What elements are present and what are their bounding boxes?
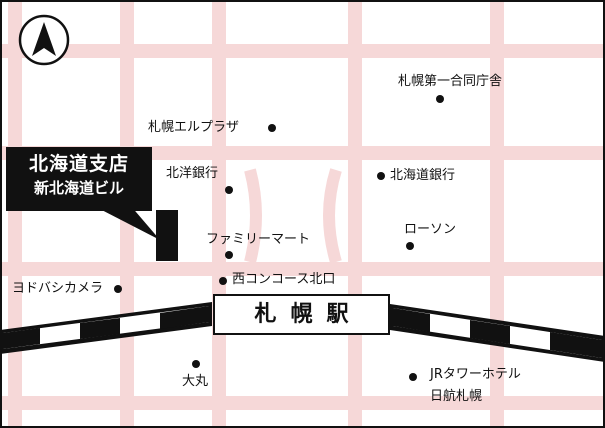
highlight-building-marker xyxy=(156,210,178,261)
railway-dashes-right xyxy=(393,308,602,358)
station-label: 札幌駅 xyxy=(213,294,390,335)
highlight-callout: 北海道支店 新北海道ビル xyxy=(6,147,152,211)
highlight-title: 北海道支店 xyxy=(28,153,129,175)
landmark-nishi-concourse-north-exit: 西コンコース北口 xyxy=(232,272,336,287)
landmark-dot-icon xyxy=(268,124,276,132)
plaza-curves xyxy=(244,168,342,264)
landmark-dot-icon xyxy=(377,172,385,180)
landmark-lawson: ローソン xyxy=(404,222,457,237)
highlight-subtitle: 新北海道ビル xyxy=(33,179,124,197)
landmark-jr-tower-hotel-line2: 日航札幌 xyxy=(430,389,483,404)
landmark-hokuyo-bank: 北洋銀行 xyxy=(166,166,219,181)
landmark-dot-icon xyxy=(219,277,227,285)
callout-pointer xyxy=(92,205,160,240)
landmark-daimaru: 大丸 xyxy=(182,374,209,389)
landmark-yodobashi-camera: ヨドバシカメラ xyxy=(12,281,104,296)
railway-dashes-left xyxy=(3,306,209,349)
landmark-sapporo-el-plaza: 札幌エルプラザ xyxy=(148,120,240,135)
north-arrow-icon xyxy=(18,14,70,66)
landmark-dot-icon xyxy=(192,360,200,368)
landmark-familymart: ファミリーマート xyxy=(206,232,311,247)
railway xyxy=(0,302,605,362)
landmark-hokkaido-bank: 北海道銀行 xyxy=(390,168,456,183)
landmark-jr-tower-hotel-line1: JRタワーホテル xyxy=(430,367,521,382)
landmark-sapporo-daiichi-godo-chosha: 札幌第一合同庁舎 xyxy=(398,74,503,89)
landmark-dot-icon xyxy=(409,373,417,381)
landmark-dot-icon xyxy=(436,95,444,103)
landmark-dot-icon xyxy=(225,251,233,259)
landmark-dot-icon xyxy=(225,186,233,194)
landmark-dot-icon xyxy=(406,242,414,250)
landmark-dot-icon xyxy=(114,285,122,293)
